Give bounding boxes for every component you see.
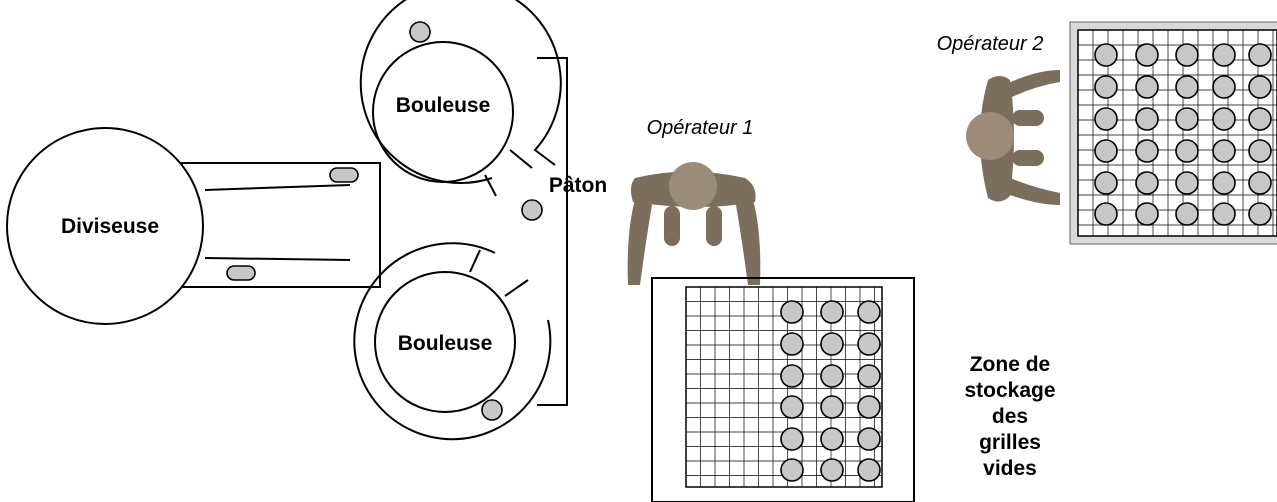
zone-label-line: stockage (964, 379, 1056, 402)
bouleuse-bottom-label: Bouleuse (398, 332, 493, 355)
zone-label-line: des (991, 405, 1029, 428)
dough-ball-icon (1248, 202, 1272, 226)
dough-ball-icon (780, 458, 804, 482)
dough-ball-icon (1212, 202, 1236, 226)
dough-ball-icon (1248, 139, 1272, 163)
dough-ball-icon (1212, 171, 1236, 195)
dough-ball-icon (820, 332, 844, 356)
dough-ball-icon (857, 364, 881, 388)
operateur-1-icon (627, 162, 761, 285)
dough-ball-icon (1135, 107, 1159, 131)
conveyor-lane-top (204, 184, 351, 191)
dough-ball-icon (780, 300, 804, 324)
bouleuse-bottom-outer-ring (353, 242, 552, 441)
bouleuse-top: Bouleuse (359, 0, 562, 197)
bouleuse-bottom-chute (504, 279, 529, 297)
dough-ball-icon (1175, 139, 1199, 163)
operateur-2-label: Opérateur 2 (937, 33, 1044, 55)
dough-ball-icon (780, 395, 804, 419)
dough-ball-icon (1094, 75, 1118, 99)
dough-piece-bouleuse-top (409, 21, 431, 43)
dough-ball-icon (820, 300, 844, 324)
conveyor-lane-bottom (204, 257, 351, 261)
paton-label: Pâton (549, 174, 607, 197)
dough-ball-icon (1212, 43, 1236, 67)
dough-ball-icon (780, 332, 804, 356)
dough-ball-icon (1094, 202, 1118, 226)
diviseuse-label: Diviseuse (61, 215, 159, 238)
dough-ball-icon (857, 458, 881, 482)
dough-ball-icon (1135, 202, 1159, 226)
dough-ball-icon (1212, 107, 1236, 131)
bouleuse-bottom-chute-2 (469, 249, 481, 273)
dough-piece-paton (521, 199, 543, 221)
dough-ball-icon (1175, 43, 1199, 67)
bouleuse-frame (537, 57, 568, 406)
bouleuse-top-outer-ring (359, 0, 562, 184)
bouleuse-top-label: Bouleuse (396, 94, 491, 117)
dough-ball-icon (820, 395, 844, 419)
zone-stockage-label: Zone de stockage des grilles vides (930, 352, 1090, 482)
dough-ball-icon (1248, 107, 1272, 131)
operateur-2-icon (966, 70, 1060, 205)
dough-ball-icon (1175, 171, 1199, 195)
dough-ball-icon (820, 458, 844, 482)
dough-ball-icon (857, 332, 881, 356)
dough-ball-icon (780, 364, 804, 388)
dough-piece-bouleuse-bottom (481, 399, 503, 421)
grille-1-frame (651, 277, 915, 502)
dough-ball-icon (1135, 43, 1159, 67)
zone-label-line: vides (983, 457, 1037, 480)
dough-ball-icon (857, 395, 881, 419)
dough-ball-icon (820, 364, 844, 388)
bouleuse-bottom: Bouleuse (353, 242, 552, 441)
dough-ball-icon (1135, 75, 1159, 99)
dough-ball-icon (780, 427, 804, 451)
dough-piece-conveyor-top (329, 167, 359, 183)
bouleuse-top-chute (509, 149, 533, 169)
dough-ball-icon (857, 300, 881, 324)
dough-ball-icon (1248, 43, 1272, 67)
dough-piece-conveyor-bottom (226, 265, 256, 281)
bouleuse-top-bowl (372, 41, 514, 183)
dough-ball-icon (1135, 171, 1159, 195)
dough-ball-icon (1094, 139, 1118, 163)
grille-pleine-1 (651, 277, 915, 502)
dough-ball-icon (1094, 43, 1118, 67)
dough-ball-icon (1212, 139, 1236, 163)
bouleuse-frame-bracket (537, 57, 568, 406)
diviseuse-circle (6, 127, 204, 325)
dough-ball-icon (820, 427, 844, 451)
dough-ball-icon (1135, 139, 1159, 163)
operateur-1-label: Opérateur 1 (647, 117, 754, 139)
zone-label-line: grilles (979, 431, 1041, 454)
dough-ball-icon (1212, 75, 1236, 99)
bouleuse-bottom-bowl (374, 271, 516, 413)
grille-pleine-2 (1069, 21, 1277, 245)
bouleuse-top-chute-2 (484, 174, 497, 197)
dough-ball-icon (1175, 107, 1199, 131)
diviseuse-machine: Diviseuse (6, 127, 381, 325)
dough-ball-icon (1094, 171, 1118, 195)
dough-ball-icon (857, 427, 881, 451)
dough-ball-icon (1248, 171, 1272, 195)
dough-ball-icon (1094, 107, 1118, 131)
dough-ball-icon (1248, 75, 1272, 99)
zone-label-line: Zone de (969, 353, 1051, 376)
dough-ball-icon (1175, 202, 1199, 226)
dough-ball-icon (1175, 75, 1199, 99)
